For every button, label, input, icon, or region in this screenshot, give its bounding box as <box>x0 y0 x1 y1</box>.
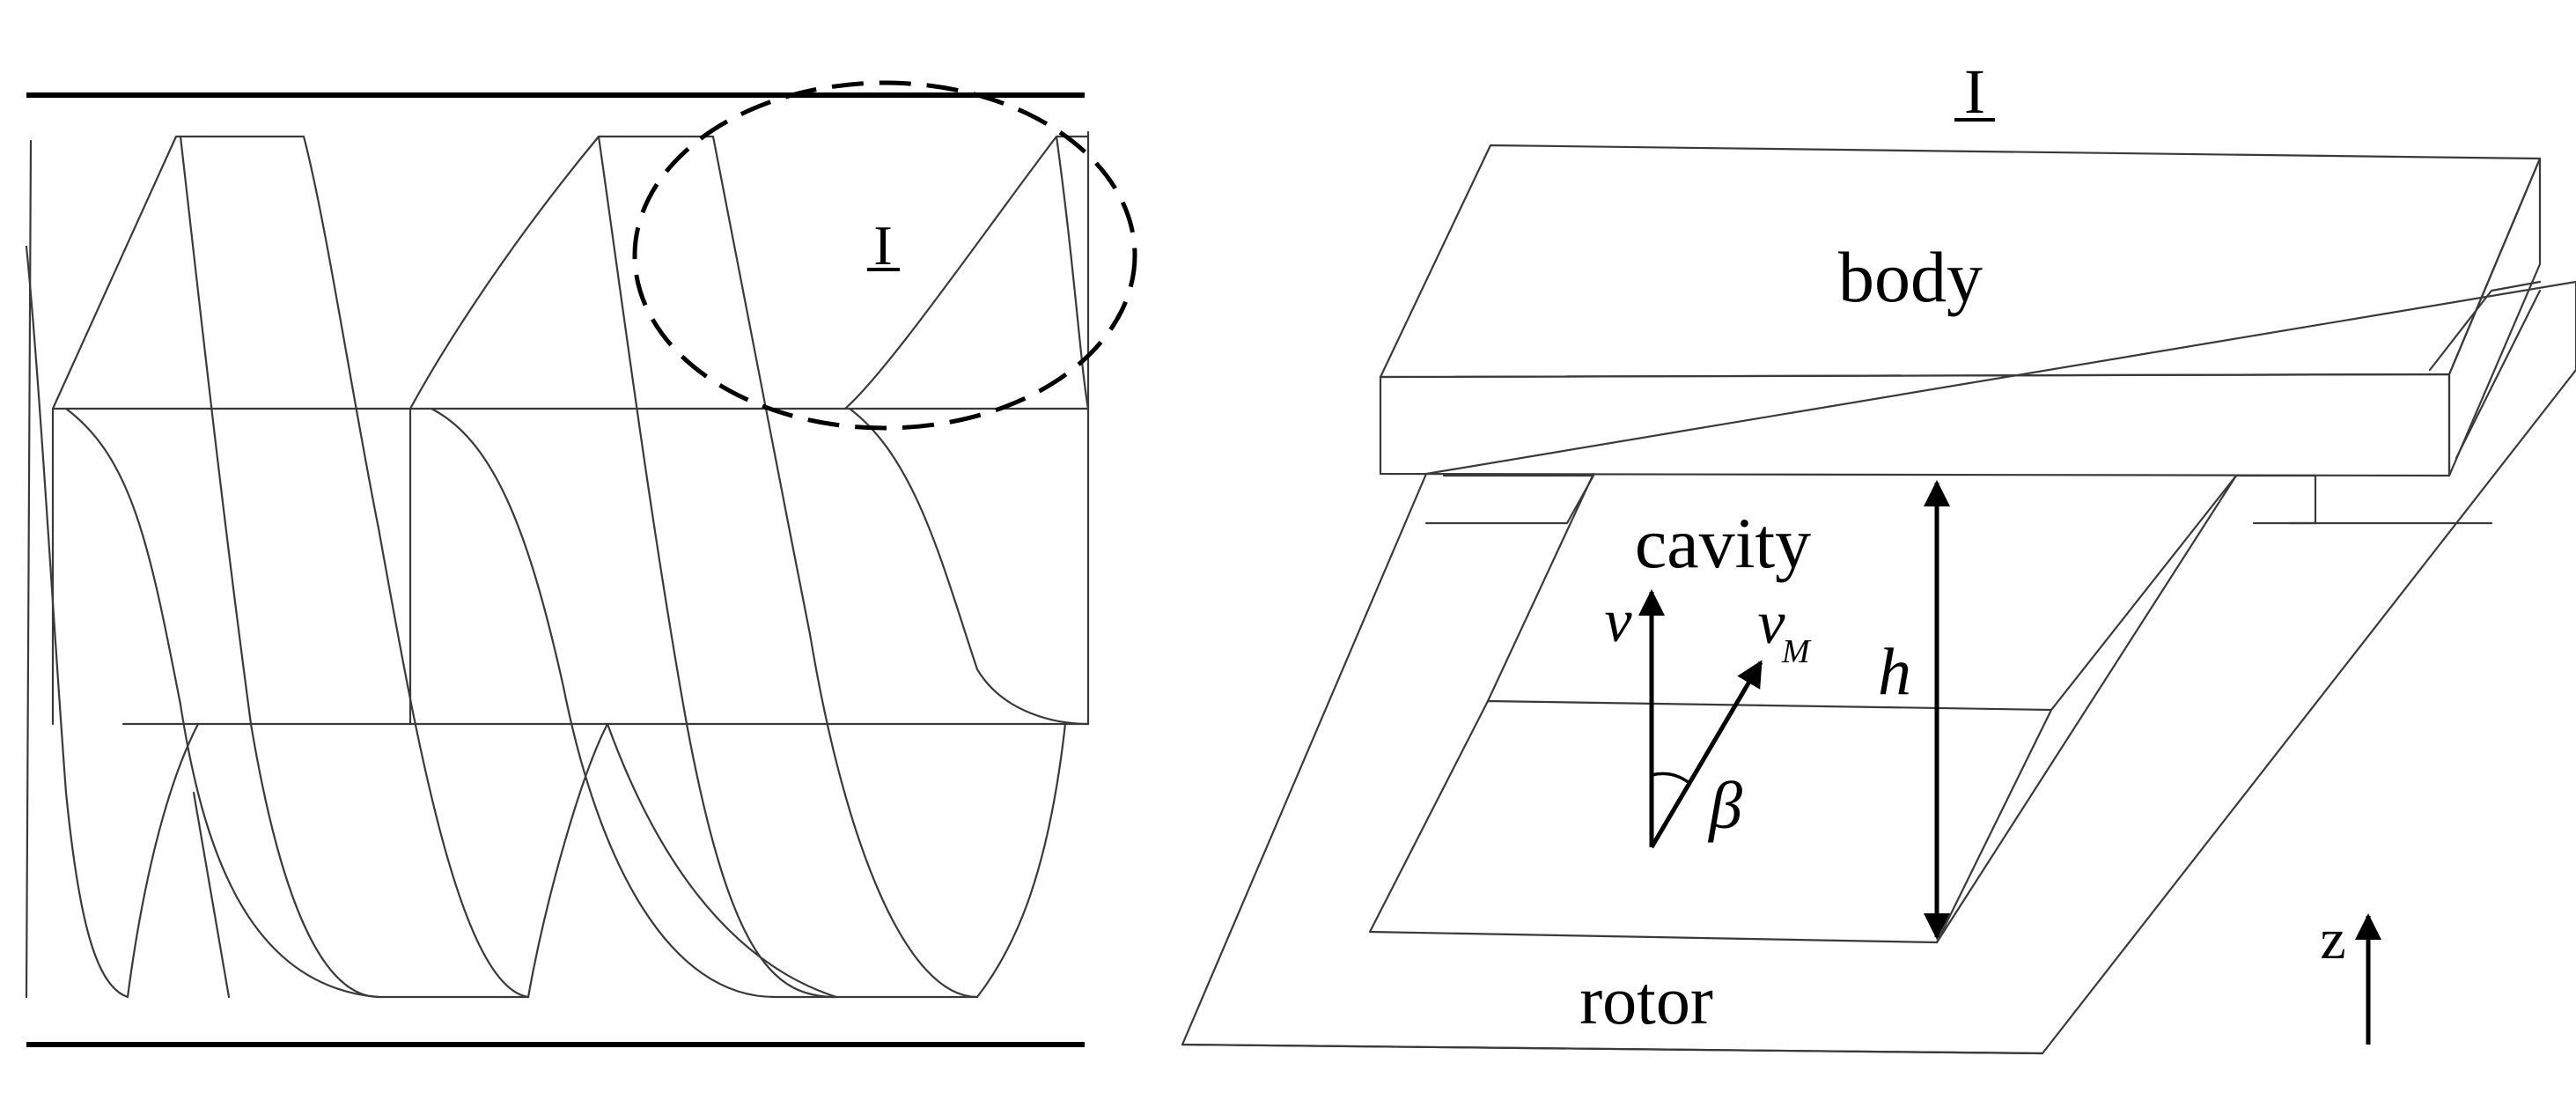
velocity-m-vector <box>1649 660 1763 849</box>
rotor-label: rotor <box>1579 962 1713 1038</box>
screw-flight-1 <box>25 135 609 999</box>
detail-circle <box>632 80 1137 431</box>
angle-label: β <box>1707 769 1742 843</box>
screw-flight-3 <box>843 135 1090 726</box>
screw-side-view: I <box>25 80 1137 1047</box>
z-axis-label: z <box>2320 907 2345 971</box>
rotor-plate <box>1181 280 2576 1055</box>
height-label: h <box>1878 635 1911 709</box>
detail-view: I body cavity rotor <box>1181 56 2576 1055</box>
detail-title: I <box>1964 56 1985 127</box>
velocity-m-label: v <box>1757 589 1785 657</box>
velocity-label: v <box>1604 587 1632 655</box>
angle-arc <box>1651 772 1692 786</box>
velocity-m-subscript: M <box>1781 633 1812 670</box>
screw-flight-2 <box>408 135 1067 999</box>
cavity-floor <box>1368 472 2493 944</box>
body-label: body <box>1838 237 1983 317</box>
body-plate <box>1379 144 2542 477</box>
cavity-label: cavity <box>1635 503 1811 583</box>
detail-label: I <box>873 214 892 277</box>
screw-core <box>51 130 1090 726</box>
